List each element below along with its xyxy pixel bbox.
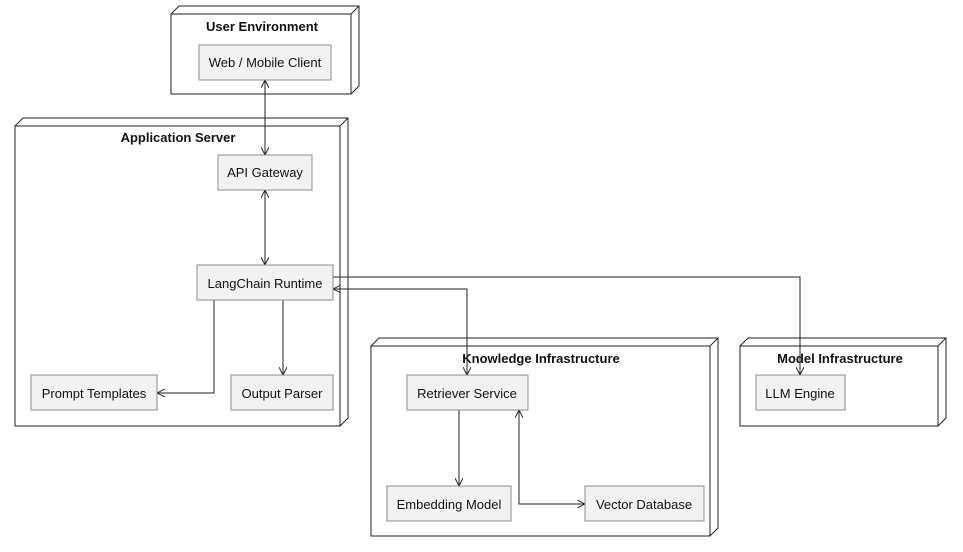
component-retriever-service[interactable]: Retriever Service xyxy=(406,374,529,411)
node-title-user-environment: User Environment xyxy=(206,19,319,34)
edge-runtime-llm xyxy=(333,276,800,375)
component-label: Web / Mobile Client xyxy=(209,55,322,70)
component-label: Embedding Model xyxy=(397,497,502,512)
component-vector-database[interactable]: Vector Database xyxy=(584,485,705,522)
edges xyxy=(157,80,800,504)
node-title-application-server: Application Server xyxy=(121,130,236,145)
edge-retriever-vector-db xyxy=(519,410,585,504)
component-llm-engine[interactable]: LLM Engine xyxy=(755,374,846,411)
node-title-model-infrastructure: Model Infrastructure xyxy=(777,351,903,366)
component-prompt-templates[interactable]: Prompt Templates xyxy=(30,374,158,411)
component-label: Vector Database xyxy=(596,497,692,512)
component-label: LangChain Runtime xyxy=(208,276,323,291)
component-label: Output Parser xyxy=(242,386,324,401)
edge-runtime-prompt-templates xyxy=(157,300,215,393)
component-web-mobile-client[interactable]: Web / Mobile Client xyxy=(198,44,332,81)
component-label: LLM Engine xyxy=(765,386,834,401)
component-langchain-runtime[interactable]: LangChain Runtime xyxy=(196,264,334,301)
component-embedding-model[interactable]: Embedding Model xyxy=(386,485,512,522)
component-label: API Gateway xyxy=(227,165,303,180)
edge-runtime-retriever xyxy=(333,289,467,375)
component-label: Prompt Templates xyxy=(42,386,147,401)
component-output-parser[interactable]: Output Parser xyxy=(230,374,334,411)
component-label: Retriever Service xyxy=(417,386,517,401)
node-title-knowledge-infrastructure: Knowledge Infrastructure xyxy=(462,351,619,366)
component-api-gateway[interactable]: API Gateway xyxy=(217,154,313,191)
